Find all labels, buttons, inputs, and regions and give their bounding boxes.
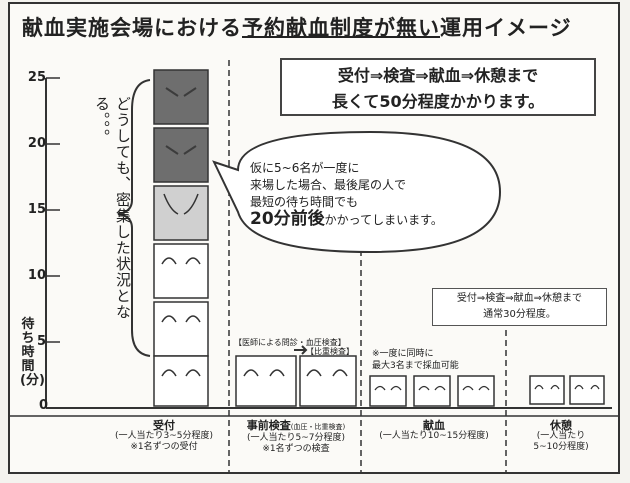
total-time-line1: 受付⇒検査⇒献血⇒休憩まで [337,66,539,85]
speech-bubble [212,130,502,254]
worried-eyes-icon [163,193,199,215]
y-tick-label-10: 10 [27,268,46,283]
person-box-worried [153,185,209,241]
calm-eyes-icon [306,369,348,377]
normal-time-box: 受付⇒検査⇒献血⇒休憩まで 通常30分程度。 [432,288,607,326]
total-time-box: 受付⇒検査⇒献血⇒休憩まで 長くて50分程度かかります。 [280,58,596,116]
category-rest: 休憩 (一人当たり 5~10分程度) [533,419,589,452]
y-axis-label: 待ち時間(分) [20,317,45,388]
category-donation: 献血 (一人当たり10~15分程度) [379,419,489,441]
angry-eyebrows-icon [165,87,197,97]
person-box-donation-2 [413,375,451,407]
precheck-queue [235,345,357,407]
donation-note: ※一度に同時に 最大3名まで採血可能 [372,349,459,371]
bubble-text: 仮に5~6名が一度に 来場した場合、最後尾の人で 最短の待ち時間でも 20分前後… [250,161,443,229]
person-box-rest-2 [569,375,605,405]
category-reception: 受付 (一人当たり3~5分程度) ※1名ずつの受付 [114,419,214,452]
y-tick-label-15: 15 [27,202,46,217]
y-tick-label-20: 20 [27,136,46,151]
angry-eyebrows-icon [165,145,197,155]
calm-eyes-icon [161,257,201,265]
arrow-right-icon [294,345,308,355]
person-box-calm-1 [153,243,209,299]
calm-eyes-icon [534,384,560,390]
person-box-donation-1 [369,375,407,407]
person-box-precheck-2 [299,355,357,407]
total-time-line2: 長くて50分程度かかります。 [331,92,545,111]
person-box-calm-2 [153,301,209,357]
person-box-rest-1 [529,375,565,405]
precheck-label-right: 【比重検査】 [306,347,354,356]
calm-eyes-icon [243,369,285,377]
y-tick-label-0: 0 [38,398,48,413]
crowding-note: どうしても、密集した状況となる。。。 [93,96,132,320]
reception-queue [153,69,209,407]
page-title: 献血実施会場における予約献血制度が無い運用イメージ [22,16,572,40]
calm-eyes-icon [462,385,490,391]
person-box-angry-1 [153,69,209,125]
person-box-precheck-1 [235,355,297,407]
calm-eyes-icon [374,385,402,391]
grouping-brace [117,79,151,357]
calm-eyes-icon [161,369,201,377]
y-tick-label-5: 5 [36,334,46,349]
person-box-donation-3 [457,375,495,407]
calm-eyes-icon [574,384,600,390]
person-box-calm-3 [153,355,209,407]
rest-queue [529,375,605,405]
donation-queue [369,375,495,407]
precheck-label-left: 【医師による問診・血圧検査】 [234,338,346,347]
person-box-angry-2 [153,127,209,183]
calm-eyes-icon [161,315,201,323]
calm-eyes-icon [418,385,446,391]
y-tick-label-25: 25 [27,70,46,85]
category-precheck: 事前検査(血圧・比重検査) (一人当たり5~7分程度) ※1名ずつの検査 [246,419,346,454]
